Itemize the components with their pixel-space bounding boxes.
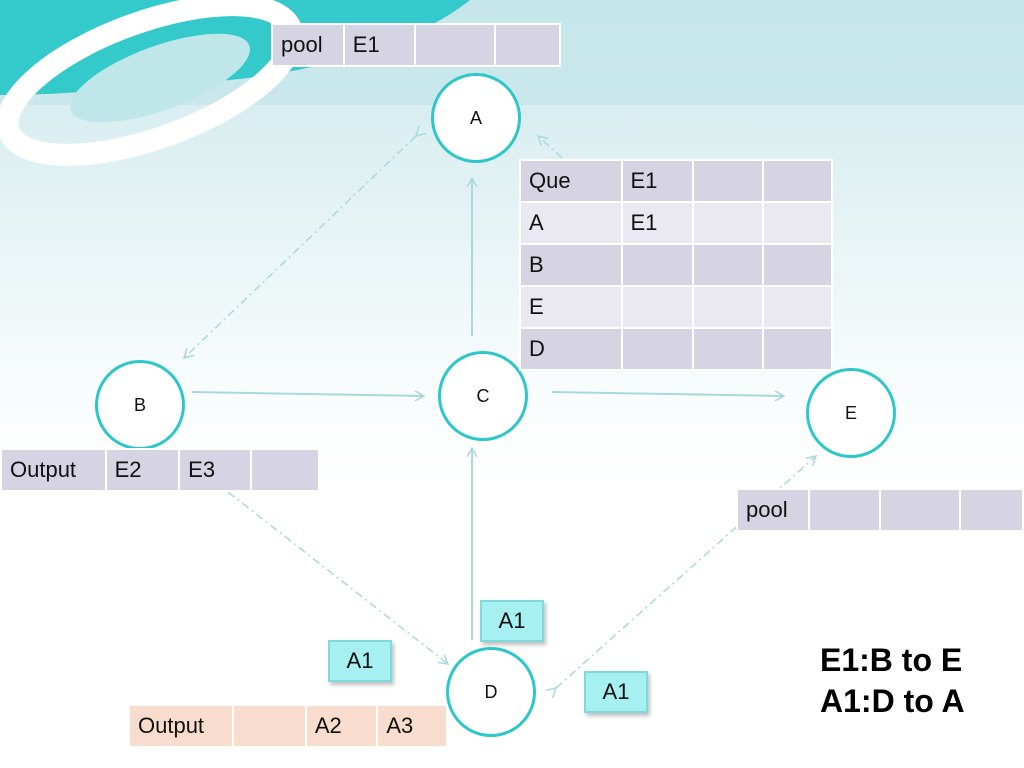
table-cell: B bbox=[519, 243, 623, 287]
table-row: Output A2 A3 bbox=[128, 704, 448, 748]
table-cell: E2 bbox=[104, 448, 181, 492]
table-cell bbox=[761, 201, 834, 245]
legend-line-a1: A1:D to A bbox=[820, 683, 965, 719]
table-cell bbox=[692, 285, 764, 329]
table-row: E bbox=[519, 285, 834, 329]
edge-c-to-e bbox=[551, 390, 786, 402]
table-cell: Output bbox=[128, 704, 234, 748]
table-cell bbox=[231, 704, 307, 748]
table-cell bbox=[692, 243, 764, 287]
table-cell: pool bbox=[736, 488, 810, 532]
node-b[interactable]: B bbox=[95, 360, 185, 450]
message-tag-a1-e-to-d: A1 bbox=[584, 671, 648, 713]
edge-b-to-a bbox=[182, 125, 427, 360]
table-cell: A bbox=[519, 201, 623, 245]
output-table-b: Output E2 E3 bbox=[0, 448, 321, 492]
table-cell bbox=[692, 327, 764, 371]
message-tag-a1-d-to-c: A1 bbox=[480, 600, 544, 642]
table-row: pool E1 bbox=[271, 23, 562, 67]
table-cell: E1 bbox=[342, 23, 417, 67]
node-b-label: B bbox=[133, 394, 146, 415]
table-cell bbox=[761, 327, 834, 371]
node-c-label: C bbox=[476, 385, 490, 406]
table-cell bbox=[807, 488, 882, 532]
table-cell: E1 bbox=[620, 201, 695, 245]
table-row: Output E2 E3 bbox=[0, 448, 321, 492]
node-a[interactable]: A bbox=[431, 73, 521, 163]
legend-line-e1: E1:B to E bbox=[820, 642, 963, 678]
table-cell bbox=[958, 488, 1024, 532]
table-cell bbox=[620, 285, 695, 329]
edge-b-to-c bbox=[191, 390, 426, 402]
table-cell bbox=[761, 159, 834, 203]
table-cell: Que bbox=[519, 159, 623, 203]
node-a-label: A bbox=[469, 107, 482, 128]
table-row: pool bbox=[736, 488, 1024, 532]
table-cell: E bbox=[519, 285, 623, 329]
pool-table-e: pool bbox=[736, 488, 1024, 532]
table-cell: E1 bbox=[620, 159, 695, 203]
table-cell bbox=[761, 285, 834, 329]
node-e[interactable]: E bbox=[806, 368, 896, 458]
table-cell: A3 bbox=[376, 704, 448, 748]
table-cell: A2 bbox=[304, 704, 379, 748]
edge-b-to-d bbox=[227, 491, 450, 665]
node-e-label: E bbox=[844, 402, 857, 423]
table-cell bbox=[620, 327, 695, 371]
table-cell: Output bbox=[0, 448, 107, 492]
table-row: B bbox=[519, 243, 834, 287]
node-c[interactable]: C bbox=[438, 351, 528, 441]
pool-table-a: pool E1 bbox=[271, 23, 562, 67]
node-d-label: D bbox=[484, 681, 498, 702]
edge-queue-to-a bbox=[536, 134, 563, 159]
table-row: A E1 bbox=[519, 201, 834, 245]
queue-table: Que E1 A E1 B E D bbox=[519, 159, 834, 371]
table-cell bbox=[249, 448, 321, 492]
table-cell bbox=[761, 243, 834, 287]
table-cell bbox=[620, 243, 695, 287]
table-cell bbox=[879, 488, 961, 532]
table-cell bbox=[493, 23, 562, 67]
message-tag-a1-b-to-d: A1 bbox=[328, 640, 392, 682]
table-row: Que E1 bbox=[519, 159, 834, 203]
table-cell bbox=[692, 159, 764, 203]
legend: E1:B to E A1:D to A bbox=[820, 640, 965, 722]
node-d[interactable]: D bbox=[446, 647, 536, 737]
table-cell bbox=[692, 201, 764, 245]
output-table-d: Output A2 A3 bbox=[128, 704, 448, 748]
table-cell: D bbox=[519, 327, 623, 371]
table-row: D bbox=[519, 327, 834, 371]
table-cell: E3 bbox=[178, 448, 252, 492]
table-cell bbox=[414, 23, 496, 67]
table-cell: pool bbox=[271, 23, 345, 67]
